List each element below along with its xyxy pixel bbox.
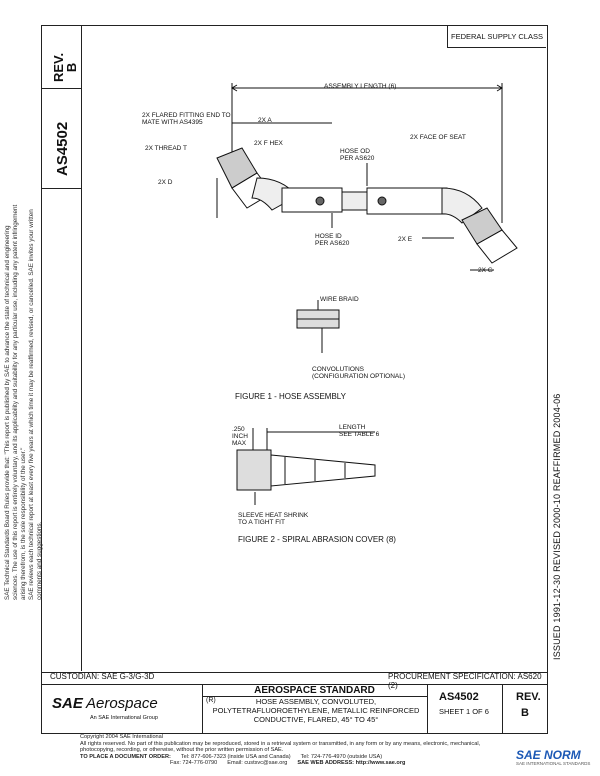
label-dim-a: 2X A: [258, 117, 272, 124]
logo-aerospace: Aerospace: [86, 695, 158, 712]
label-dim-e: 2X E: [398, 236, 413, 243]
label-face-of-seat: 2X FACE OF SEAT: [410, 134, 466, 141]
left-column: [41, 25, 82, 671]
sae-norm-brand: SAE NORM SAE INTERNATIONAL STANDARDS: [516, 748, 590, 766]
web-address[interactable]: SAE WEB ADDRESS: http://www.sae.org: [297, 760, 406, 767]
sae-aerospace-logo: SAE Aerospace An SAE International Group: [42, 685, 203, 733]
hose-assembly-drawing: [216, 83, 518, 353]
standard-title-cell: AEROSPACE STANDARD (R) HOSE ASSEMBLY, CO…: [202, 685, 428, 733]
rev-label: REV.: [516, 691, 541, 703]
label-hose-id: HOSE ID PER AS620: [315, 233, 350, 247]
label-hose-od: HOSE OD PER AS620: [340, 148, 375, 162]
label-dim-d: 2X D: [158, 179, 173, 186]
brand-subtitle: SAE INTERNATIONAL STANDARDS: [516, 761, 591, 766]
tel-inside: Tel: 877-606-7323 (inside USA and Canada…: [180, 753, 291, 760]
custodian: CUSTODIAN: SAE G-3/G-3D: [50, 672, 155, 681]
tel-outside: Tel: 724-776-4970 (outside USA): [300, 753, 383, 760]
label-sleeve: SLEEVE HEAT SHRINK TO A TIGHT FIT: [238, 512, 309, 526]
label-max-dim: .250 INCH MAX: [232, 426, 248, 447]
logo-sae: SAE: [52, 695, 83, 712]
registered-mark: (R): [206, 697, 216, 704]
title-block: CUSTODIAN: SAE G-3/G-3D PROCUREMENT SPEC…: [41, 671, 548, 734]
drawing-frame: [41, 25, 548, 673]
label-thread: 2X THREAD T: [145, 145, 188, 152]
label-flared-fitting: 2X FLARED FITTING END TO MATE WITH AS439…: [142, 112, 231, 126]
issue-revision-dates: ISSUED 1991-12-30 REVISED 2000-10 REAFFI…: [552, 393, 562, 660]
federal-supply-class: FEDERAL SUPPLY CLASS: [447, 25, 546, 48]
label-assembly-length: ASSEMBLY LENGTH (6): [324, 83, 397, 90]
standard-heading: AEROSPACE STANDARD: [202, 685, 427, 697]
fax: Fax: 724-776-0790: [170, 760, 218, 767]
rights-notice: All rights reserved. No part of this pub…: [80, 740, 481, 754]
doc-number-vertical: AS4502: [54, 121, 71, 176]
tsb-rules-note: SAE Technical Standards Board Rules prov…: [4, 204, 43, 600]
label-length-table: LENGTH SEE TABLE 6: [339, 424, 380, 438]
doc-number-cell: AS4502 SHEET 1 OF 6: [427, 685, 503, 733]
rev-value: B: [521, 707, 529, 719]
figure1-caption: FIGURE 1 - HOSE ASSEMBLY: [235, 392, 346, 401]
label-hex: 2X F HEX: [254, 140, 283, 147]
label-dim-g: 2X G: [478, 267, 493, 274]
order-label: TO PLACE A DOCUMENT ORDER:: [80, 753, 171, 760]
standard-title: HOSE ASSEMBLY, CONVOLUTED, POLYTETRAFLUO…: [212, 697, 420, 724]
brand-name: SAE NORM: [516, 748, 581, 762]
logo-intl-group: An SAE International Group: [90, 715, 158, 721]
doc-number: AS4502: [439, 691, 479, 703]
sheet-number: SHEET 1 OF 6: [439, 707, 489, 716]
custodian-row: CUSTODIAN: SAE G-3/G-3D PROCUREMENT SPEC…: [42, 671, 547, 690]
footer: Copyright 2004 SAE International All rig…: [80, 734, 510, 767]
abrasion-cover-drawing: [236, 428, 376, 505]
rev-vertical-label: REV. B: [51, 52, 79, 82]
rev-cell: REV. B: [502, 685, 547, 733]
label-wire-braid: WIRE BRAID: [320, 296, 359, 303]
email: Email: custsvc@sae.org: [227, 760, 288, 767]
figure2-caption: FIGURE 2 - SPIRAL ABRASION COVER (8): [238, 535, 396, 544]
procurement-spec: PROCUREMENT SPECIFICATION: AS620 (2): [388, 672, 542, 690]
copyright: Copyright 2004 SAE International: [80, 734, 164, 740]
label-convolutions: CONVOLUTIONS (CONFIGURATION OPTIONAL): [312, 366, 406, 380]
